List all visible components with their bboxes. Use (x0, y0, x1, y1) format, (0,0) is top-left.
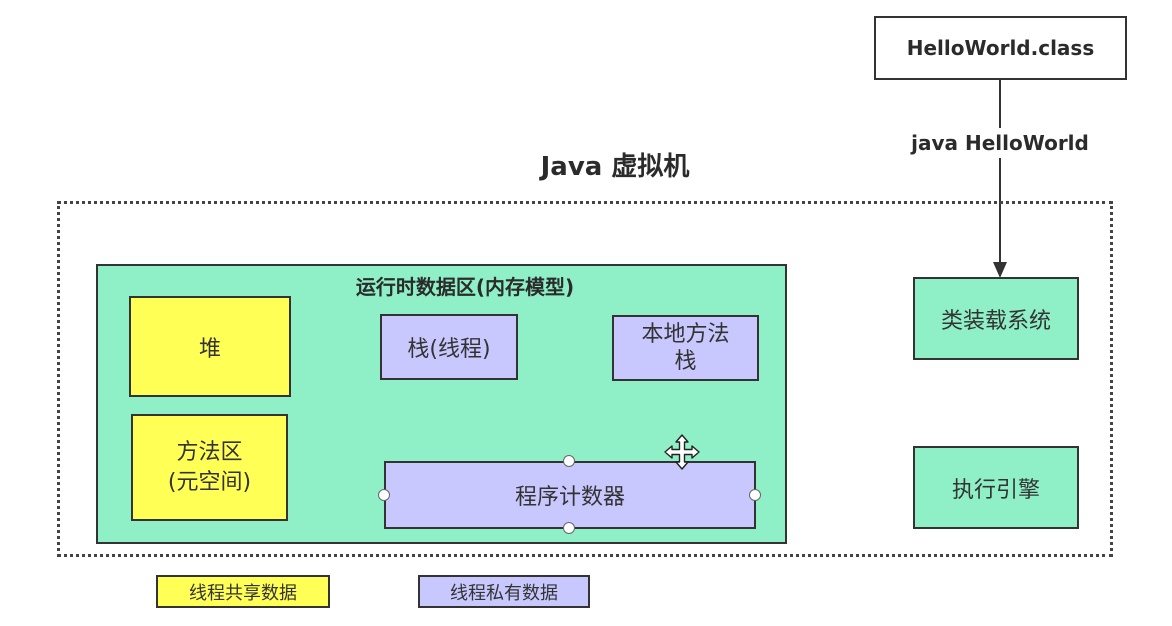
resize-handle-top[interactable] (563, 455, 575, 467)
class-file-label: HelloWorld.class (906, 36, 1095, 60)
stack-label: 栈(线程) (407, 337, 491, 362)
method-area-label: 方法区 (176, 439, 243, 465)
jvm-title: Java 虚拟机 (540, 151, 690, 182)
class-loader-box: 类装载系统 (913, 277, 1079, 360)
legend-private-label: 线程私有数据 (450, 582, 558, 604)
execution-engine-box: 执行引擎 (913, 446, 1079, 529)
resize-handle-bottom[interactable] (563, 522, 575, 534)
metaspace-label: (元空间) (167, 469, 252, 495)
native-stack-label-line1: 本地方法 (641, 321, 730, 347)
program-counter-label: 程序计数器 (514, 485, 625, 510)
class-file-box: HelloWorld.class (874, 16, 1127, 80)
resize-handle-left[interactable] (378, 489, 390, 501)
resize-handle-right[interactable] (749, 489, 761, 501)
heap-box: 堆 (129, 296, 291, 397)
jvm-boundary (57, 201, 1113, 557)
legend-shared-label: 线程共享数据 (189, 582, 297, 604)
legend-shared-data: 线程共享数据 (156, 575, 330, 608)
native-stack-label-line2: 栈 (674, 349, 697, 374)
execution-engine-label: 执行引擎 (951, 477, 1040, 503)
legend-private-data: 线程私有数据 (418, 575, 590, 608)
command-label: java HelloWorld (890, 128, 1110, 158)
program-counter-box[interactable]: 程序计数器 (384, 461, 756, 529)
class-loader-label: 类装载系统 (940, 308, 1051, 334)
runtime-area-title: 运行时数据区(内存模型) (355, 274, 575, 299)
move-cursor-icon (664, 434, 700, 470)
stack-box: 栈(线程) (380, 314, 518, 380)
native-method-stack-box: 本地方法 栈 (612, 315, 759, 381)
heap-label: 堆 (198, 336, 221, 362)
method-area-box: 方法区 (元空间) (131, 414, 288, 521)
